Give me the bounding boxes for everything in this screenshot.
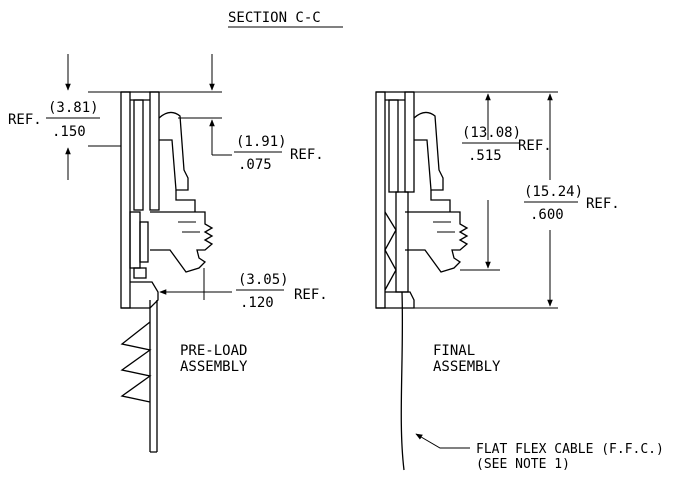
final-connector	[375, 91, 469, 471]
dimension-d2: (1.91) .075 REF.	[159, 54, 324, 173]
dimension-d1: REF. (3.81) .150	[8, 54, 121, 180]
d4-mm: (13.08)	[462, 125, 521, 141]
d5-suffix: REF.	[586, 196, 620, 212]
cable-leader: FLAT FLEX CABLE (F.F.C.) (SEE NOTE 1)	[415, 433, 664, 472]
d4-suffix: REF.	[518, 138, 552, 154]
cable-label-line2: (SEE NOTE 1)	[476, 457, 570, 472]
dimension-d4: (13.08) .515 REF.	[414, 91, 558, 271]
d2-suffix: REF.	[290, 147, 324, 163]
d3-suffix: REF.	[294, 287, 328, 303]
final-label-line2: ASSEMBLY	[433, 359, 501, 375]
d5-inch: .600	[530, 207, 564, 223]
d2-mm: (1.91)	[236, 134, 287, 150]
d4-inch: .515	[468, 148, 502, 164]
d1-mm: (3.81)	[48, 100, 99, 116]
final-label-line1: FINAL	[433, 343, 475, 359]
preload-label-line1: PRE-LOAD	[180, 343, 247, 359]
d3-mm: (3.05)	[238, 272, 289, 288]
d2-inch: .075	[238, 157, 272, 173]
preload-connector	[120, 91, 214, 453]
d1-inch: .150	[52, 124, 86, 140]
section-title: SECTION C-C	[228, 10, 321, 26]
cable-label-line1: FLAT FLEX CABLE (F.F.C.)	[476, 442, 664, 457]
d5-mm: (15.24)	[524, 184, 583, 200]
preload-label-line2: ASSEMBLY	[180, 359, 248, 375]
d1-prefix: REF.	[8, 112, 42, 128]
dimension-d5: (15.24) .600 REF.	[414, 93, 620, 309]
d3-inch: .120	[240, 295, 274, 311]
dimension-d3: (3.05) .120 REF.	[159, 268, 328, 311]
